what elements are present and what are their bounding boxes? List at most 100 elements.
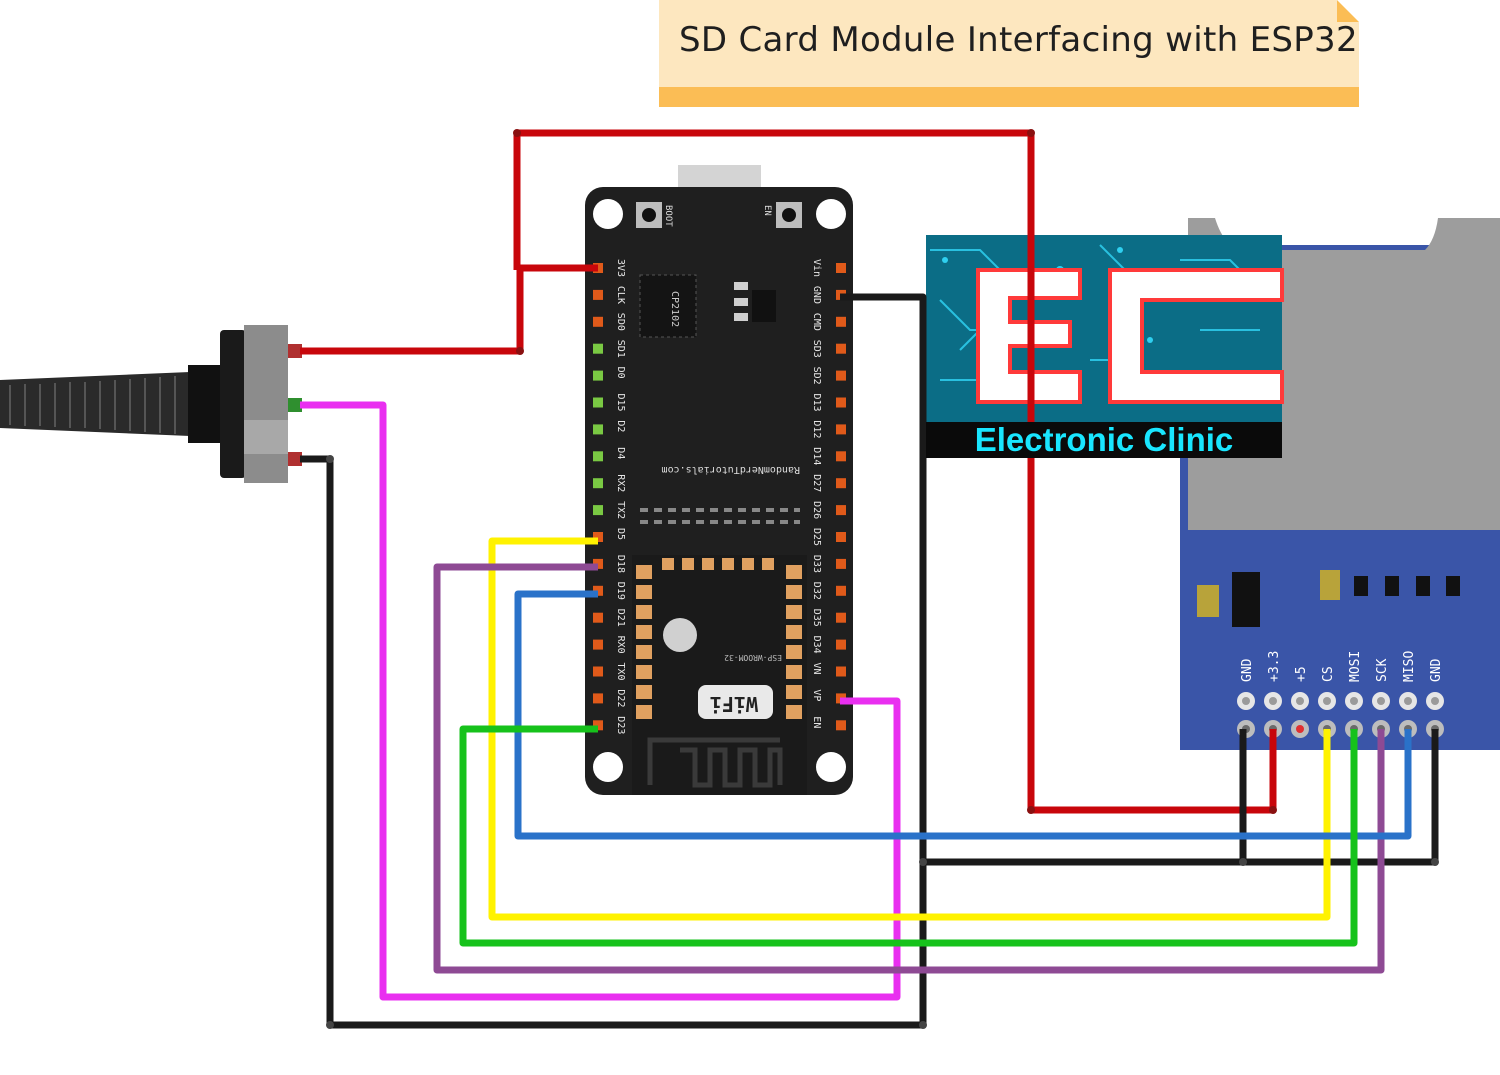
esp32-pin-label: SD2 [811, 367, 822, 385]
esp32-pin-d23 [593, 720, 603, 731]
esp32-pin-d12 [836, 424, 846, 435]
esp32-pin-en [836, 720, 846, 731]
esp32-pin-sd0 [593, 316, 603, 327]
sd-pin-hole-center [1404, 697, 1412, 705]
esp32-pin-tx2 [593, 505, 603, 516]
esp32-pin-rx0 [593, 639, 603, 650]
esp32-pin-label: D26 [811, 501, 822, 519]
title-note: SD Card Module Interfacing with ESP32 [659, 0, 1359, 107]
esp32-pin-rx2 [593, 478, 603, 489]
espressif-icon [663, 618, 697, 652]
esp32-pin-label: D34 [811, 636, 822, 654]
sd-component [1385, 576, 1399, 596]
sd-component [1197, 585, 1219, 617]
esp32-pin-d27 [836, 478, 846, 489]
wire-magenta-pot-to-vp [300, 401, 901, 1001]
esp32-pin-label: CMD [811, 313, 822, 331]
esp32-pin-sd3 [836, 343, 846, 354]
esp32-pin-label: D35 [811, 609, 822, 627]
sd-pin-hole-center [1350, 697, 1358, 705]
sd-pin-label-5: SCK [1375, 658, 1390, 682]
wifi-logo [698, 685, 773, 719]
sd-pin-label-4: MOSI [1348, 651, 1363, 682]
logo-mark [926, 235, 1284, 422]
esp32-pin-d35 [836, 612, 846, 623]
wire-green-d23-to-mosi [459, 725, 1358, 947]
esp32-pin-label: D19 [615, 582, 626, 600]
title-note-bar [659, 87, 1359, 107]
esp32-pin-label: D27 [811, 474, 822, 492]
esp32-pin-d32 [836, 585, 846, 596]
sd-pin-hole-center [1269, 697, 1277, 705]
sd-pin-label-3: CS [1321, 666, 1336, 682]
wire-purple-d18-to-sck [433, 563, 1385, 974]
esp32-pin-label: D13 [811, 394, 822, 412]
pot-bushing [220, 330, 246, 478]
esp32-pin-label: 3V3 [615, 259, 626, 277]
en-label: EN [762, 205, 772, 216]
sd-component [1416, 576, 1430, 596]
sd-pin-label-2: +5 [1294, 666, 1309, 682]
esp32-pin-label: D15 [615, 394, 626, 412]
boot-label: BOOT [663, 205, 673, 227]
esp32-pin-label: D5 [615, 528, 626, 540]
esp32-pin-d26 [836, 505, 846, 516]
sd-pin-hole-center [1431, 697, 1439, 705]
esp32-pin-label: D4 [615, 447, 626, 459]
sd-component [1320, 570, 1340, 600]
wire-yellow-d5-to-cs [488, 537, 1331, 921]
sd-component [1354, 576, 1368, 596]
sd-pin-label-6: MISO [1402, 651, 1417, 682]
cp2102-chip [639, 274, 697, 338]
esp32-pin-cmd [836, 316, 846, 327]
sd-pin-hole-center [1242, 697, 1250, 705]
esp32-pin-label: D2 [615, 420, 626, 432]
esp32-pin-label: VN [811, 663, 822, 675]
en-button-cap [782, 208, 796, 222]
esp32-pin-tx0 [593, 666, 603, 677]
esp32-pin-label: Vin [811, 259, 822, 277]
esp32-pin-label: CLK [615, 286, 626, 304]
esp32-pin-d14 [836, 451, 846, 462]
pot-knob-shaft [0, 372, 190, 436]
esp32-pin-label: SD1 [615, 340, 626, 358]
logo-text: Electronic Clinic [926, 422, 1282, 458]
wire-black-gnd [300, 293, 927, 1029]
esp32-pin-label: TX0 [615, 663, 626, 681]
wires [300, 129, 1439, 1029]
esp32-pin-label: RX2 [615, 474, 626, 492]
esp32-board: BOOT EN CP2102 RandomNerdTutorials.com E… [585, 165, 853, 795]
sd-pin-hole-center [1323, 697, 1331, 705]
esp32-pin-label: GND [811, 286, 822, 304]
esp32-pin-d15 [593, 397, 603, 408]
sd-pin-center [1296, 725, 1304, 733]
potentiometer [0, 325, 302, 483]
esp32-pin-label: RX0 [615, 636, 626, 654]
esp32-pin-label: SD3 [811, 340, 822, 358]
esp32-pin-d34 [836, 639, 846, 650]
sd-pin-label-0: GND [1240, 658, 1255, 682]
pcb-antenna [647, 737, 783, 788]
sd-regulator [1232, 572, 1260, 627]
esp32-pin-label: D23 [615, 716, 626, 734]
esp32-pin-d21 [593, 612, 603, 623]
esp32-pin-d33 [836, 558, 846, 569]
esp32-pin-d2 [593, 424, 603, 435]
mount-hole [816, 199, 846, 229]
esp32-pin-d25 [836, 532, 846, 542]
sd-pin-label-7: GND [1429, 658, 1444, 682]
esp32-pin-label: D0 [615, 367, 626, 379]
esp32-pin-label: VP [811, 689, 822, 701]
esp32-pin-sd2 [836, 370, 846, 381]
esp32-pin-label: D33 [811, 555, 822, 573]
esp32-pin-label: D22 [615, 689, 626, 707]
esp32-pin-label: D14 [811, 447, 822, 465]
esp32-pin-label: D21 [615, 609, 626, 627]
esp32-pin-label: TX2 [615, 501, 626, 519]
esp32-pin-label: EN [811, 716, 822, 728]
esp32-pin-d22 [593, 693, 603, 704]
esp32-pin-d0 [593, 370, 603, 381]
wifi-label: WiFi [710, 692, 758, 716]
